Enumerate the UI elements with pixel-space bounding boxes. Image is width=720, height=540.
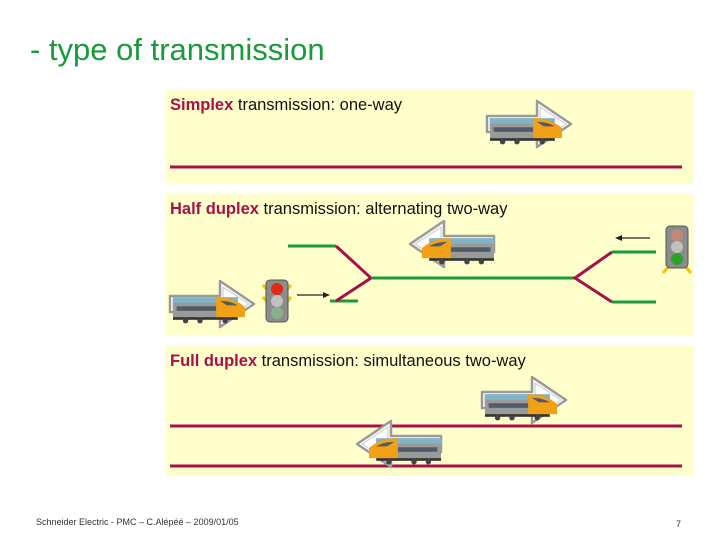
full-duplex-heading: Full duplex transmission: simultaneous t…: [170, 352, 526, 371]
full-duplex-description: transmission: simultaneous two-way: [257, 352, 526, 370]
full-duplex-keyword: Full duplex: [170, 352, 258, 370]
footer-text: Schneider Electric - PMC – C.Alépéé – 20…: [36, 517, 239, 527]
half-duplex-heading: Half duplex transmission: alternating tw…: [170, 200, 507, 219]
slide-title: - type of transmission: [30, 32, 325, 67]
arrow-left-icon: [615, 235, 650, 241]
train-icon: [369, 438, 441, 465]
half-duplex-keyword: Half duplex: [170, 200, 259, 218]
traffic-light-icon: [661, 224, 693, 275]
page-number: 7: [676, 519, 682, 529]
train-icon: [173, 297, 245, 324]
half-duplex-description: transmission: alternating two-way: [258, 200, 508, 218]
train-icon: [422, 238, 494, 265]
simplex-heading: Simplex transmission: one-way: [170, 96, 402, 115]
traffic-light-icon: [261, 278, 293, 324]
half-duplex-panel: Half duplex transmission: alternating tw…: [166, 194, 694, 336]
train-icon: [485, 394, 557, 421]
simplex-keyword: Simplex: [170, 96, 234, 114]
half-duplex-tracks: [288, 244, 656, 304]
simplex-description: transmission: one-way: [233, 96, 403, 114]
arrow-right-icon: [297, 292, 330, 298]
train-icon: [490, 118, 562, 145]
